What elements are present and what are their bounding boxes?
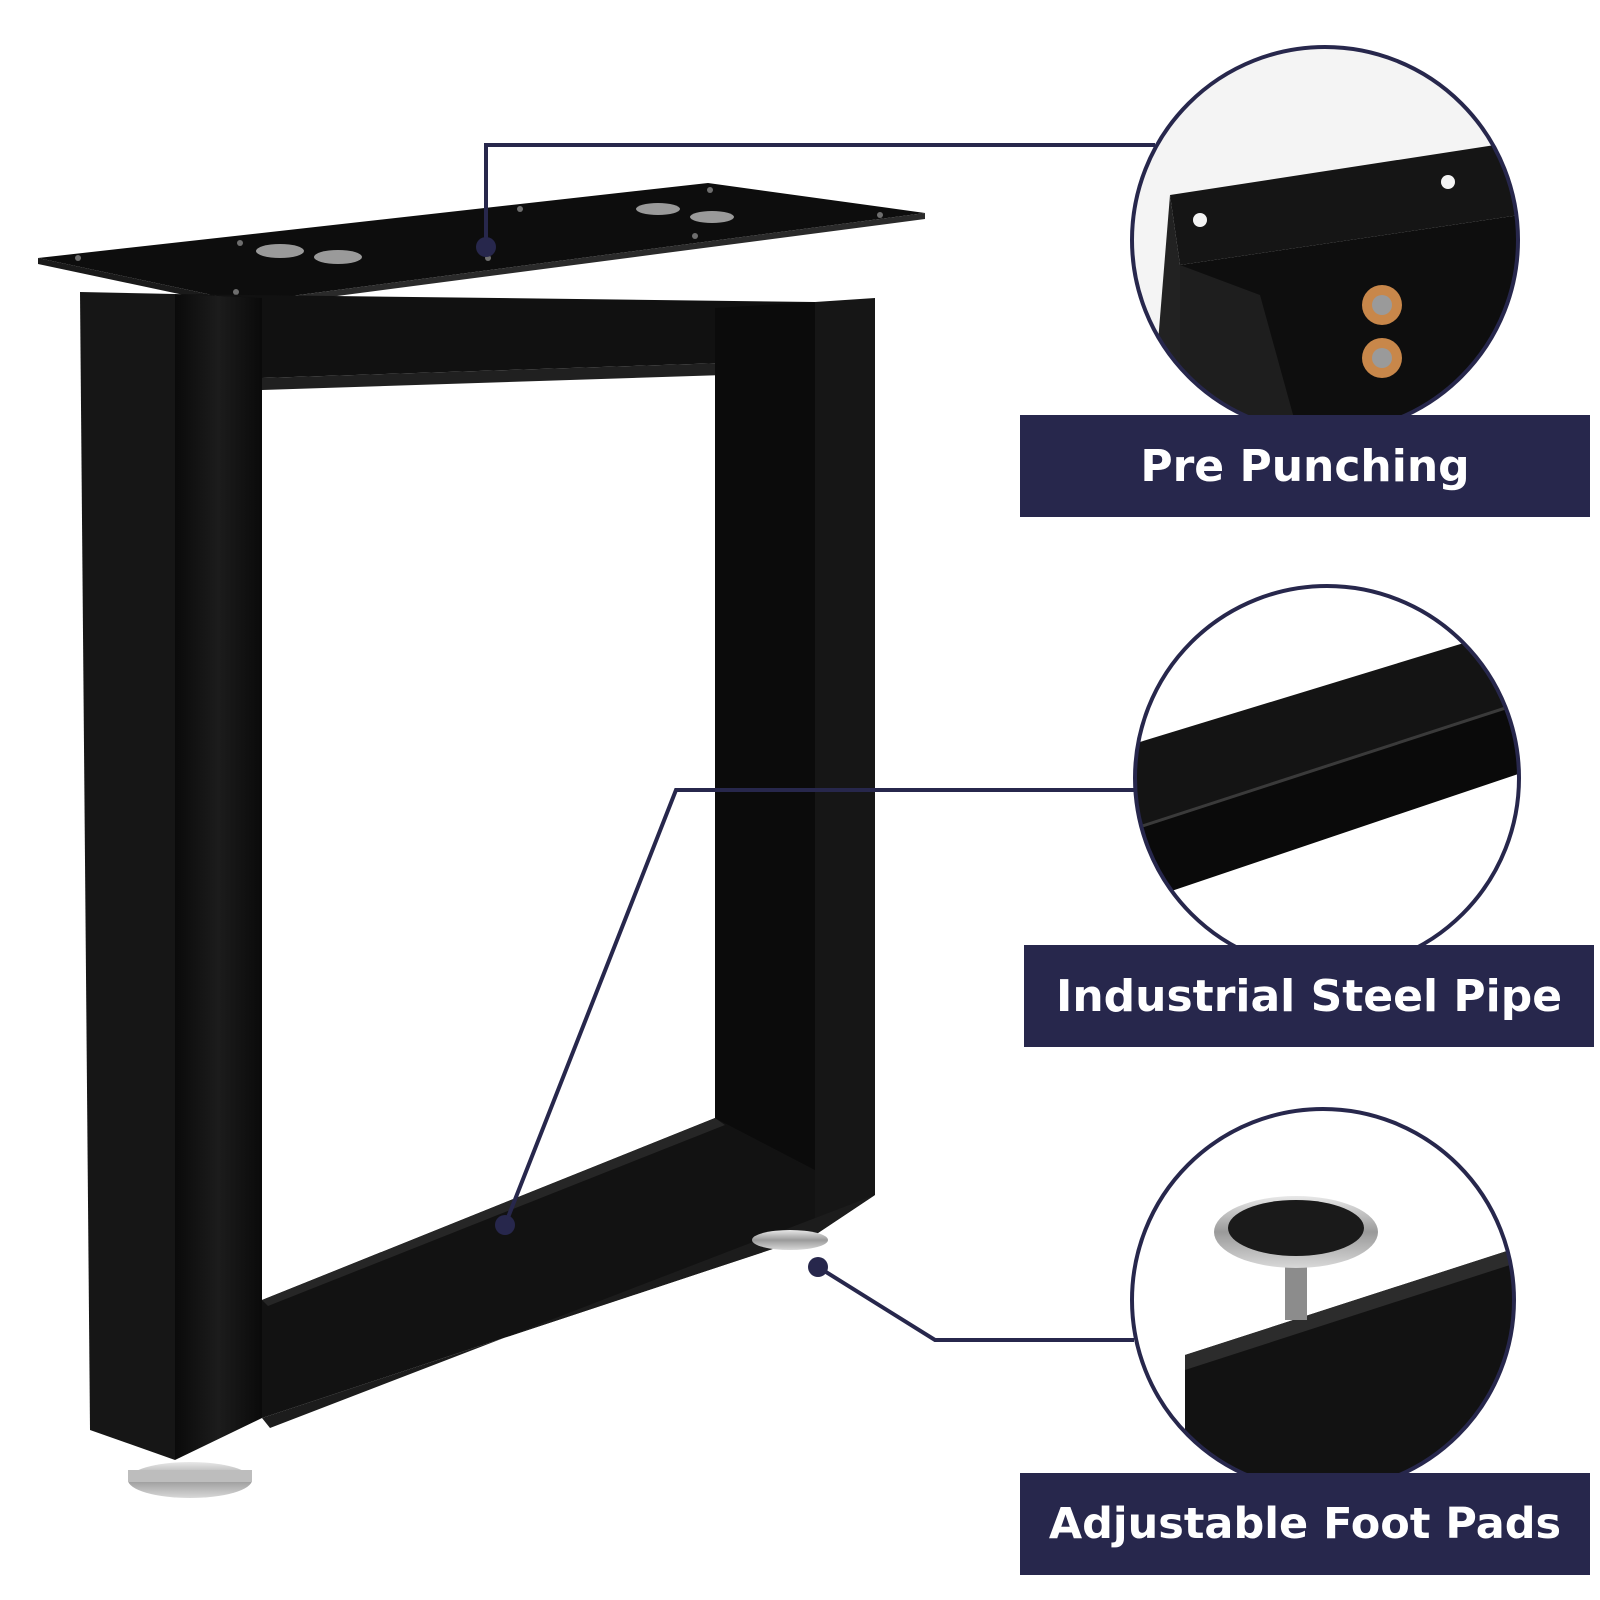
feature-label: Pre Punching [1140,440,1470,492]
feature-banner-pre-punching: Pre Punching [1020,415,1590,517]
feature-banner-foot-pads: Adjustable Foot Pads [1020,1473,1590,1575]
callout-lines [484,143,1155,1342]
detail-circle-steel-pipe [1133,584,1521,972]
detail-circle-foot-pads [1130,1107,1516,1493]
table-leg-frame [38,183,925,1498]
detail-circle-pre-punching [1130,45,1520,435]
callout-dots [476,237,828,1277]
plate-holes [75,187,883,295]
feature-label: Industrial Steel Pipe [1055,970,1563,1022]
feature-banner-steel-pipe: Industrial Steel Pipe [1024,945,1594,1047]
feature-label: Adjustable Foot Pads [1048,1499,1562,1549]
